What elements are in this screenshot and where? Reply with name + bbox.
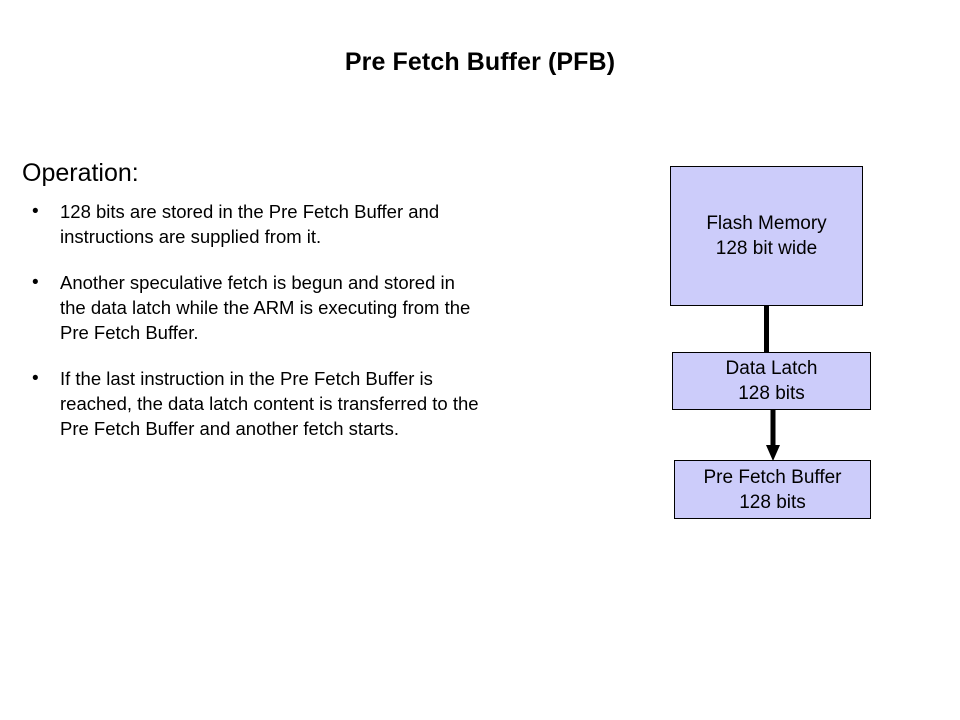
- diagram-box-flash-memory: Flash Memory 128 bit wide: [670, 166, 863, 306]
- arrow-down-icon: [766, 409, 780, 461]
- list-item-text: If the last instruction in the Pre Fetch…: [60, 368, 479, 439]
- diagram-box-pre-fetch-buffer-line2: 128 bits: [739, 491, 806, 513]
- diagram-box-data-latch: Data Latch 128 bits: [672, 352, 871, 410]
- list-item: • Another speculative fetch is begun and…: [22, 270, 642, 345]
- diagram-box-pre-fetch-buffer-line1: Pre Fetch Buffer: [703, 466, 842, 488]
- diagram-box-data-latch-line2: 128 bits: [738, 383, 805, 404]
- connector-latch-to-pfb-arrow: [766, 409, 780, 461]
- list-item: • If the last instruction in the Pre Fet…: [22, 366, 642, 441]
- operation-heading: Operation:: [22, 159, 139, 187]
- diagram-box-flash-memory-line1: Flash Memory: [706, 213, 827, 234]
- operation-text-column: Operation: • 128 bits are stored in the …: [22, 158, 642, 441]
- bullet-icon: •: [32, 368, 39, 389]
- bullet-icon: •: [32, 201, 39, 222]
- list-item: • 128 bits are stored in the Pre Fetch B…: [22, 199, 642, 249]
- diagram-box-data-latch-line1: Data Latch: [725, 358, 818, 379]
- page-title: Pre Fetch Buffer (PFB): [344, 48, 616, 76]
- diagram-box-pre-fetch-buffer: Pre Fetch Buffer 128 bits: [674, 460, 871, 519]
- diagram-box-flash-memory-line2: 128 bit wide: [715, 238, 818, 259]
- connector-flash-to-latch-line: [764, 305, 769, 353]
- list-item-text: 128 bits are stored in the Pre Fetch Buf…: [60, 201, 440, 247]
- pfb-block-diagram: Flash Memory 128 bit wide Data Latch 128…: [660, 150, 890, 540]
- bullet-icon: •: [32, 272, 39, 293]
- list-item-text: Another speculative fetch is begun and s…: [60, 272, 471, 343]
